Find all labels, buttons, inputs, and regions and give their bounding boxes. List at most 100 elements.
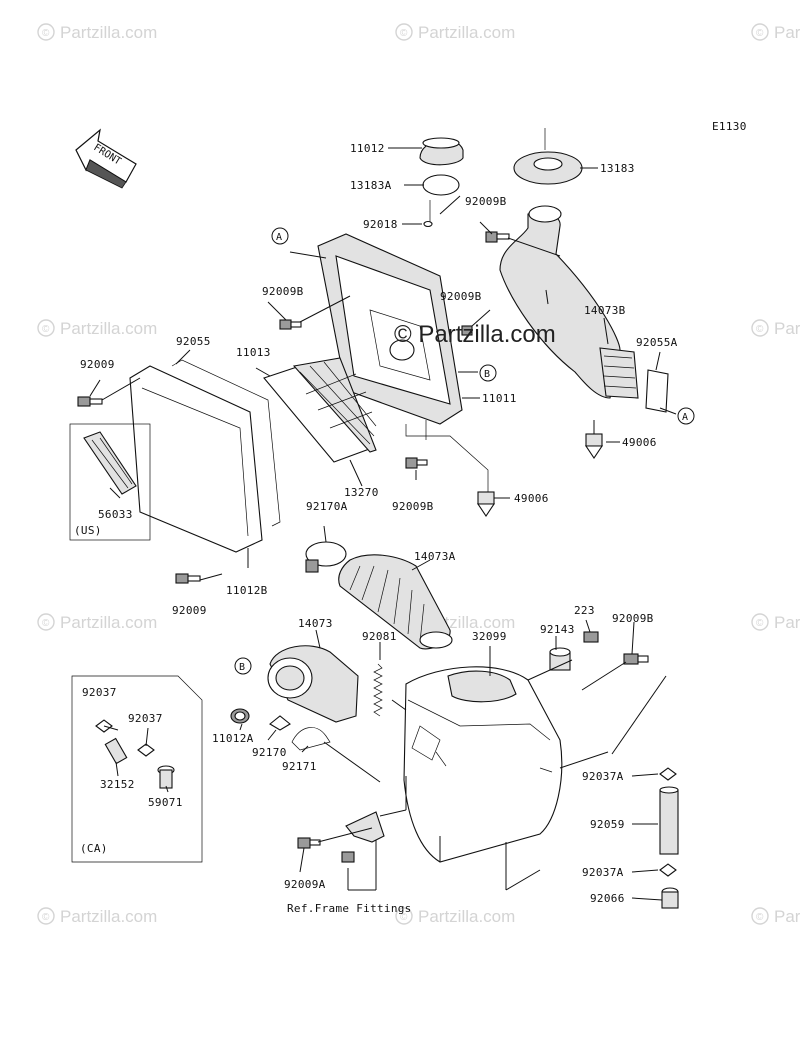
label-32099: 32099	[472, 630, 507, 643]
washer-92018	[423, 220, 433, 228]
label-us: (US)	[74, 524, 102, 537]
label-92066: 92066	[590, 892, 625, 905]
label-14073: 14073	[298, 617, 333, 630]
leader-lines	[89, 147, 677, 901]
cap-11012	[419, 137, 464, 166]
clip-92170	[269, 715, 291, 731]
svg-text:©: ©	[42, 618, 50, 629]
callout-a-right: A	[677, 407, 695, 425]
label-92081: 92081	[362, 630, 397, 643]
svg-text:©: ©	[756, 912, 764, 923]
svg-text:B: B	[484, 369, 490, 380]
bolt-92009B-low	[405, 457, 428, 469]
watermark-bc: © Partzilla.com	[395, 907, 515, 926]
label-92009B-mid: 92009B	[440, 290, 482, 303]
drain-49006-right	[584, 433, 604, 459]
label-32152: 32152	[100, 778, 135, 791]
callout-a-top: A	[271, 227, 289, 245]
filter-11013	[263, 357, 377, 463]
label-92171: 92171	[282, 760, 317, 773]
label-92037A-b: 92037A	[582, 866, 624, 879]
label-14073B: 14073B	[584, 304, 626, 317]
watermark-mr: © Partzilla.com	[751, 319, 800, 338]
label-92018: 92018	[363, 218, 398, 231]
watermark-ll: © Partzilla.com	[37, 613, 157, 632]
label-92059: 92059	[590, 818, 625, 831]
watermark-lr: © Partzilla.com	[751, 613, 800, 632]
label-92055: 92055	[176, 335, 211, 348]
cap-92066	[661, 887, 679, 909]
label-49006-low: 49006	[514, 492, 549, 505]
label-223: 223	[574, 604, 595, 617]
watermark-ml: © Partzilla.com	[37, 319, 157, 338]
label-59071: 59071	[148, 796, 183, 809]
clamp-92037A-a	[659, 767, 677, 781]
svg-text:©: ©	[400, 28, 408, 39]
drain-49006-low	[476, 491, 496, 517]
label-13183A: 13183A	[350, 179, 392, 192]
label-11012B: 11012B	[226, 584, 268, 597]
label-92009-low: 92009	[172, 604, 207, 617]
tank-32099	[403, 666, 563, 863]
bolt-92009B-mid	[461, 325, 473, 336]
svg-text:Partzilla.com: Partzilla.com	[418, 23, 515, 42]
svg-text:Partzilla.com: Partzilla.com	[418, 907, 515, 926]
clamp-92170A	[305, 541, 347, 573]
bracket-frame	[345, 811, 385, 843]
label-13270: 13270	[344, 486, 379, 499]
bolt-92009-low	[175, 573, 201, 584]
bolt-92009B-top	[485, 231, 510, 243]
svg-text:©: ©	[756, 324, 764, 335]
valve-59071	[157, 765, 175, 789]
label-92170: 92170	[252, 746, 287, 759]
boot-14073	[267, 645, 359, 723]
collar-92143	[549, 647, 571, 671]
label-11012A: 11012A	[212, 732, 254, 745]
label-92009B-left: 92009B	[262, 285, 304, 298]
svg-text:Partzilla.com: Partzilla.com	[774, 613, 800, 632]
label-92055A: 92055A	[636, 336, 678, 349]
label-92037-a: 92037	[82, 686, 117, 699]
svg-text:Partzilla.com: Partzilla.com	[60, 907, 157, 926]
watermark-br: © Partzilla.com	[751, 907, 800, 926]
watermark-tc: © Partzilla.com	[395, 23, 515, 42]
clamp-92037-b	[137, 743, 155, 757]
diagram-code: E1130	[712, 120, 747, 133]
label-11013: 11013	[236, 346, 271, 359]
bolt-92009B-right	[623, 653, 649, 665]
bolt-223	[583, 631, 599, 643]
hose-92059	[659, 786, 679, 855]
label-92037A-a: 92037A	[582, 770, 624, 783]
plate-13183A	[422, 174, 460, 196]
boot-14073A	[338, 554, 453, 650]
bolt-92009-left	[77, 396, 103, 407]
label-ref-frame: Ref.Frame Fittings	[287, 902, 412, 915]
svg-text:©: ©	[42, 324, 50, 335]
watermark-tl: © Partzilla.com	[37, 23, 157, 42]
ca-box	[71, 675, 203, 863]
label-92009B-low: 92009B	[392, 500, 434, 513]
center-watermark: © Partzilla.com	[394, 321, 556, 348]
svg-text:Partzilla.com: Partzilla.com	[774, 23, 800, 42]
front-arrow-icon: FRONT	[75, 128, 137, 189]
label-56033: 56033	[98, 508, 133, 521]
svg-text:Partzilla.com: Partzilla.com	[60, 613, 157, 632]
label-92009A: 92009A	[284, 878, 326, 891]
us-box	[69, 423, 151, 541]
bolt-ref-frame	[341, 851, 355, 863]
svg-text:Partzilla.com: Partzilla.com	[774, 907, 800, 926]
label-92170A: 92170A	[306, 500, 348, 513]
svg-text:©: ©	[756, 28, 764, 39]
svg-text:B: B	[239, 662, 245, 673]
svg-text:©: ©	[42, 912, 50, 923]
label-92009B-right: 92009B	[612, 612, 654, 625]
bolt-92009A	[297, 837, 321, 849]
label-56033	[83, 431, 137, 495]
label-92037-b: 92037	[128, 712, 163, 725]
label-92009B-top: 92009B	[465, 195, 507, 208]
clamp-92037A-b	[659, 863, 677, 877]
watermark-bl: © Partzilla.com	[37, 907, 157, 926]
svg-text:Partzilla.com: Partzilla.com	[774, 319, 800, 338]
